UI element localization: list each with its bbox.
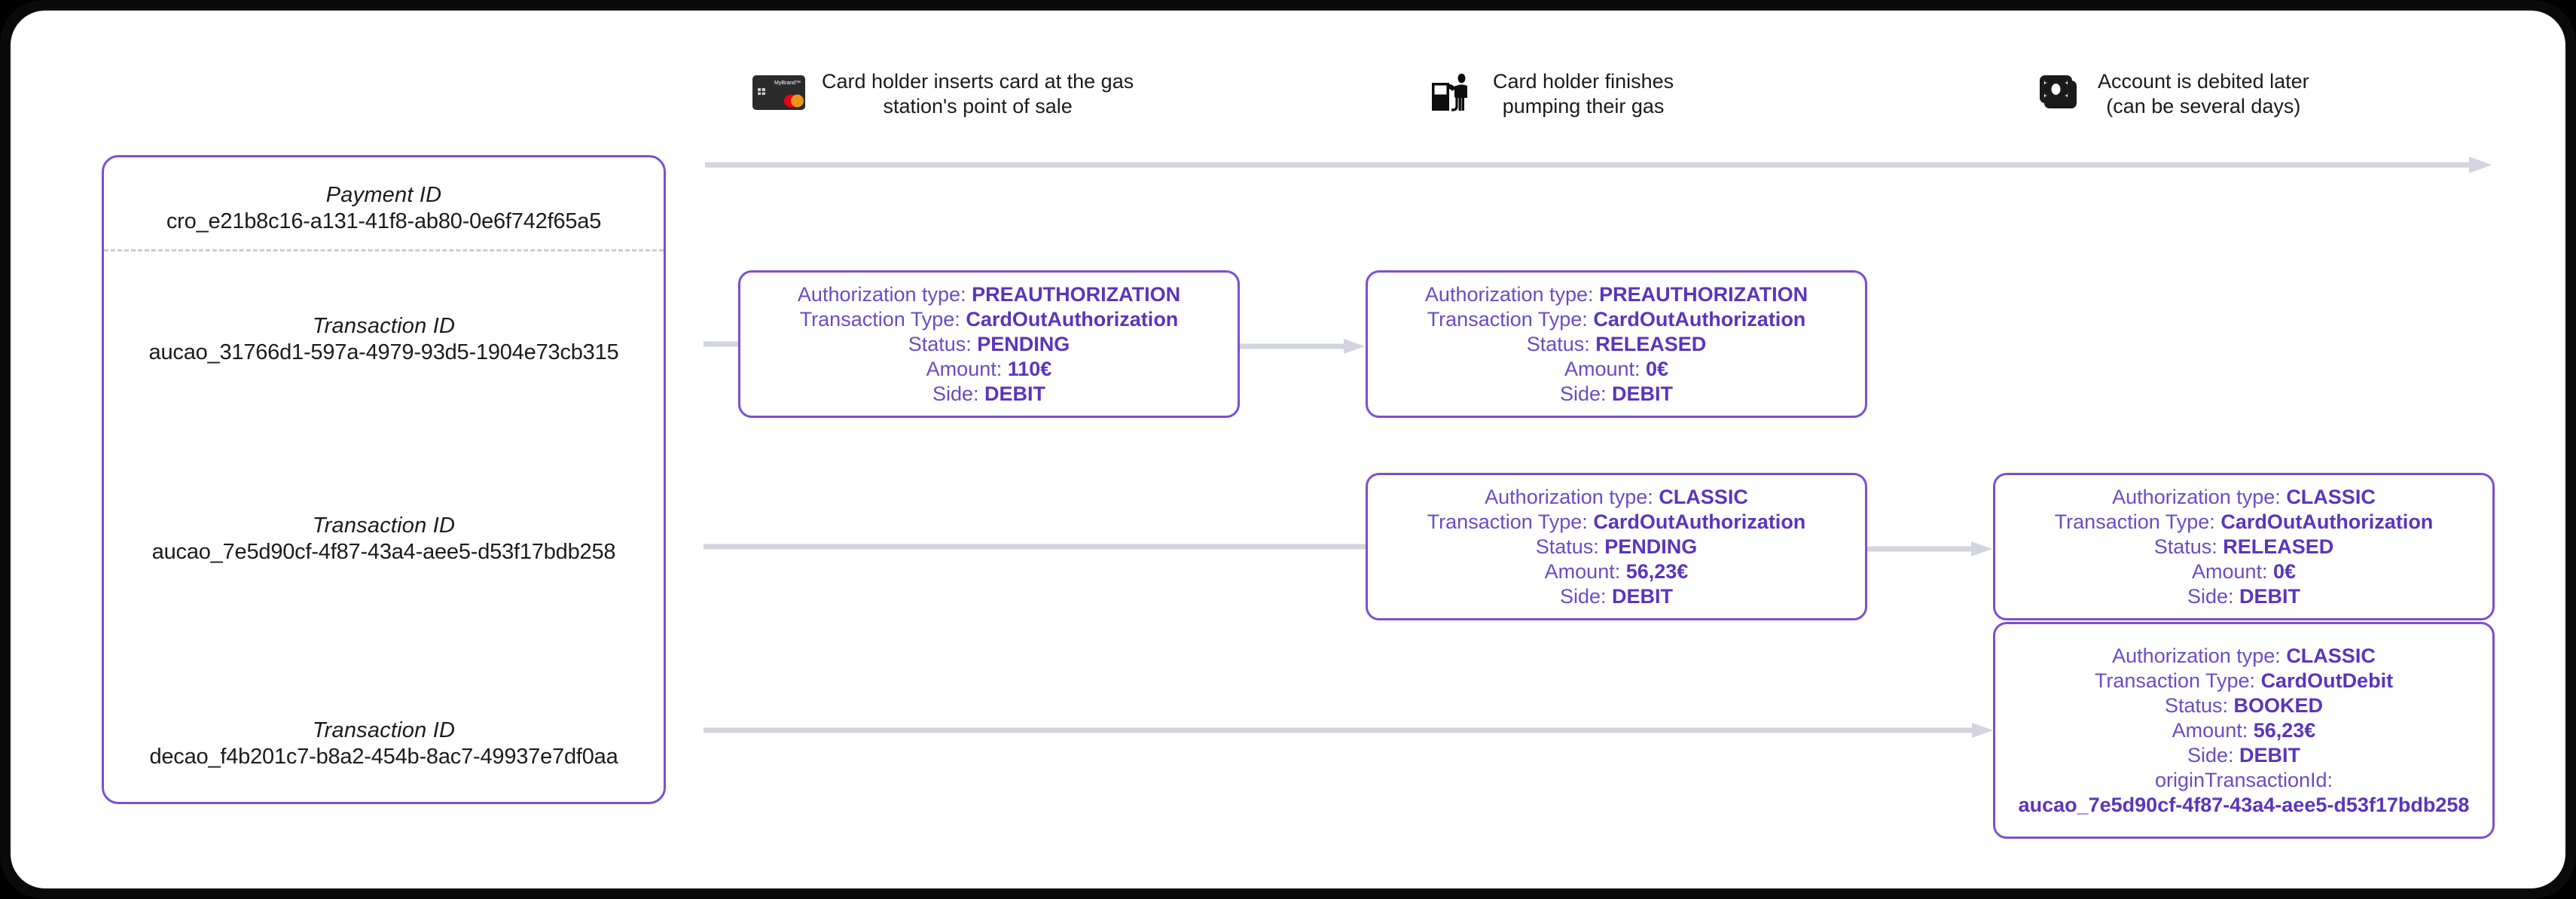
card-row-status: Status: PENDING bbox=[908, 332, 1070, 355]
transaction-card-classic-released[interactable]: Authorization type: CLASSIC Transaction … bbox=[1993, 473, 2495, 620]
payment-id-value: cro_e21b8c16-a131-41f8-ab80-0e6f742f65a5 bbox=[166, 209, 602, 233]
card-row-amount: Amount: 0€ bbox=[2191, 559, 2297, 583]
transaction-card-classic-pending[interactable]: Authorization type: CLASSIC Transaction … bbox=[1366, 473, 1867, 620]
gas-pump-person-icon bbox=[1430, 73, 1476, 116]
timeline-step-caption: Card holder inserts card at the gas stat… bbox=[822, 70, 1134, 117]
card-row-origin-label: originTransactionId: bbox=[2154, 768, 2333, 791]
card-row-status: Status: BOOKED bbox=[2164, 693, 2324, 717]
payment-id-label: Payment ID bbox=[325, 183, 442, 207]
card-row-transaction-type: Transaction Type: CardOutAuthorization bbox=[1427, 307, 1806, 331]
card-row-side: Side: DEBIT bbox=[932, 382, 1046, 405]
timeline-step-caption: Card holder finishes pumping their gas bbox=[1493, 70, 1674, 117]
card-row-origin-value: aucao_7e5d90cf-4f87-43a4-aee5-d53f17bdb2… bbox=[2018, 793, 2470, 816]
card-row-status: Status: RELEASED bbox=[2153, 535, 2334, 558]
transaction-id-value: decao_f4b201c7-b8a2-454b-8ac7-49937e7df0… bbox=[149, 745, 618, 769]
payment-panel: Payment ID cro_e21b8c16-a131-41f8-ab80-0… bbox=[102, 155, 666, 804]
transaction-id-label: Transaction ID bbox=[312, 718, 456, 742]
transaction-id-block-3: Transaction ID decao_f4b201c7-b8a2-454b-… bbox=[104, 718, 664, 770]
connector-card-c-to-card-d bbox=[1866, 541, 1992, 556]
card-row-transaction-type: Transaction Type: CardOutAuthorization bbox=[2054, 510, 2434, 533]
transaction-id-block-2: Transaction ID aucao_7e5d90cf-4f87-43a4-… bbox=[104, 513, 664, 565]
card-row-authorization-type: Authorization type: CLASSIC bbox=[1485, 485, 1748, 508]
panel-divider bbox=[104, 249, 664, 251]
credit-card-icon: MyBrand™ bbox=[752, 75, 805, 114]
card-row-amount: Amount: 0€ bbox=[1564, 357, 1669, 380]
transaction-id-label: Transaction ID bbox=[312, 314, 456, 338]
card-row-amount: Amount: 56,23€ bbox=[2172, 718, 2316, 742]
card-row-transaction-type: Transaction Type: CardOutAuthorization bbox=[799, 307, 1179, 331]
card-row-side: Side: DEBIT bbox=[2187, 743, 2301, 766]
transaction-card-preauth-released[interactable]: Authorization type: PREAUTHORIZATION Tra… bbox=[1366, 270, 1867, 418]
svg-text:MyBrand™: MyBrand™ bbox=[774, 81, 801, 86]
transaction-card-preauth-pending[interactable]: Authorization type: PREAUTHORIZATION Tra… bbox=[738, 270, 1240, 418]
transaction-id-value: aucao_31766d1-597a-4979-93d5-1904e73cb31… bbox=[148, 340, 619, 364]
card-row-side: Side: DEBIT bbox=[1559, 382, 1674, 405]
payment-id-block: Payment ID cro_e21b8c16-a131-41f8-ab80-0… bbox=[104, 182, 664, 235]
connector-panel-to-card-e bbox=[704, 723, 1993, 738]
timeline-step-3: Account is debited later (can be several… bbox=[2037, 69, 2309, 119]
banknotes-icon bbox=[2037, 73, 2081, 116]
connector-card-a-to-card-b bbox=[1238, 339, 1365, 354]
timeline-step-caption: Account is debited later (can be several… bbox=[2098, 70, 2309, 117]
card-row-authorization-type: Authorization type: PREAUTHORIZATION bbox=[1424, 282, 1808, 306]
timeline-step-2: Card holder finishes pumping their gas bbox=[1430, 69, 1674, 119]
transaction-id-label: Transaction ID bbox=[312, 513, 456, 538]
timeline-step-1: MyBrand™ Card holder inserts card at the… bbox=[752, 69, 1134, 119]
card-row-status: Status: RELEASED bbox=[1526, 332, 1707, 355]
card-row-authorization-type: Authorization type: PREAUTHORIZATION bbox=[797, 282, 1181, 306]
card-row-side: Side: DEBIT bbox=[1559, 584, 1674, 608]
transaction-card-classic-booked[interactable]: Authorization type: CLASSIC Transaction … bbox=[1993, 622, 2495, 839]
diagram-canvas: Payment ID cro_e21b8c16-a131-41f8-ab80-0… bbox=[11, 11, 2565, 888]
transaction-id-value: aucao_7e5d90cf-4f87-43a4-aee5-d53f17bdb2… bbox=[151, 540, 616, 564]
connector-panel-to-card-a bbox=[704, 341, 738, 347]
card-row-authorization-type: Authorization type: CLASSIC bbox=[2112, 644, 2376, 667]
connector-panel-to-card-c bbox=[704, 544, 1366, 550]
timeline-axis-arrow bbox=[705, 157, 2492, 173]
card-row-authorization-type: Authorization type: CLASSIC bbox=[2112, 485, 2376, 508]
card-row-transaction-type: Transaction Type: CardOutDebit bbox=[2094, 669, 2394, 692]
card-row-amount: Amount: 56,23€ bbox=[1544, 559, 1689, 583]
card-row-amount: Amount: 110€ bbox=[926, 357, 1052, 380]
card-row-status: Status: PENDING bbox=[1535, 535, 1698, 558]
card-row-side: Side: DEBIT bbox=[2187, 584, 2301, 608]
card-row-transaction-type: Transaction Type: CardOutAuthorization bbox=[1427, 510, 1806, 533]
transaction-id-block-1: Transaction ID aucao_31766d1-597a-4979-9… bbox=[104, 313, 664, 366]
